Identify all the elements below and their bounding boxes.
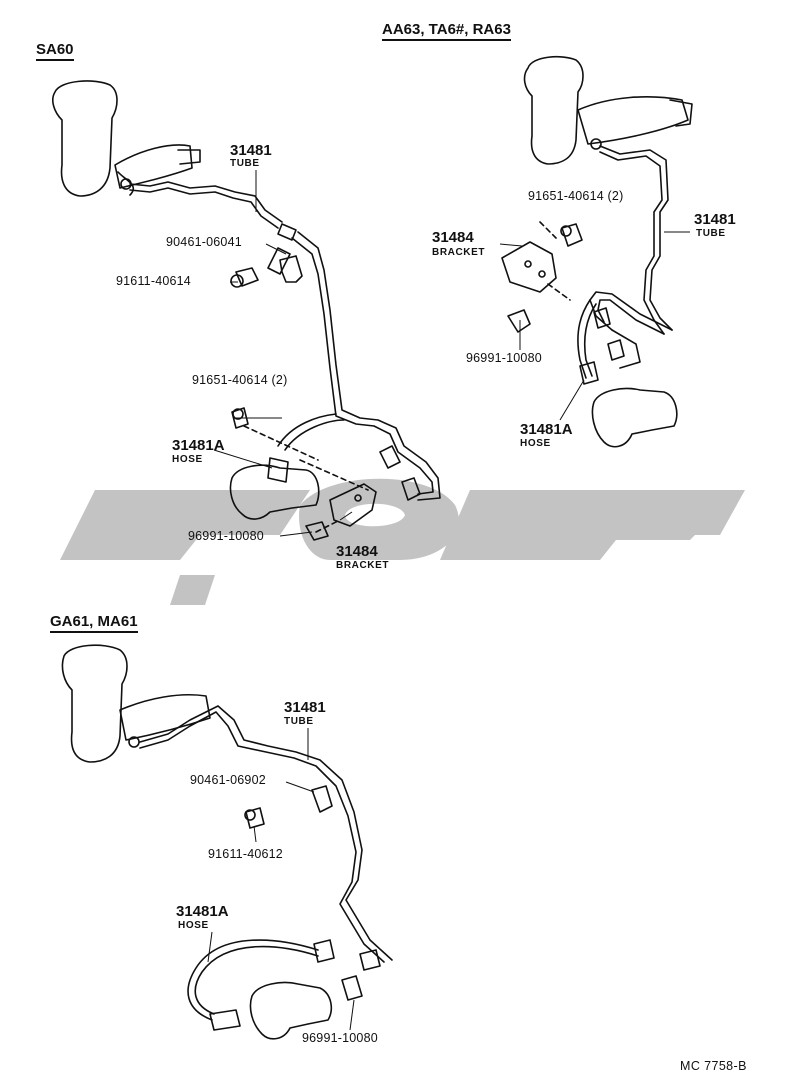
leader-lines <box>207 170 690 1031</box>
ga61-clip <box>311 785 333 813</box>
ga61-master-cylinder <box>61 644 211 763</box>
ga61-clip-number: 90461-06902 <box>190 773 266 787</box>
aa63-tube-number: 31481 <box>694 211 736 228</box>
sa60-clip <box>279 255 303 283</box>
aa63-slave-cylinder <box>591 387 678 448</box>
ga61-bolt <box>244 807 265 829</box>
ga61-hose-number: 31481A <box>176 903 229 920</box>
sa60-tube-label: TUBE <box>230 158 260 169</box>
sa60-clip2 <box>305 521 329 541</box>
section-title-aa63: AA63, TA6#, RA63 <box>382 22 511 41</box>
section-title-ga61: GA61, MA61 <box>50 614 138 633</box>
aa63-bracket <box>501 241 557 293</box>
sa60-hose-number: 31481A <box>172 437 225 454</box>
watermark-logo <box>60 478 745 605</box>
sa60-slave-cylinder <box>229 457 320 520</box>
sa60-bolt-number: 91611-40614 <box>116 274 191 288</box>
sa60-clip-number: 90461-06041 <box>166 235 242 249</box>
aa63-master-cylinder <box>523 55 693 165</box>
sa60-bracket-number: 31484 <box>336 543 378 560</box>
aa63-clip <box>507 309 531 333</box>
sa60-bolt2 <box>231 407 249 429</box>
sa60-master-cylinder <box>52 80 201 197</box>
sa60-clip2-number: 96991-10080 <box>188 529 264 543</box>
sa60-bolt <box>230 267 259 288</box>
ga61-hose-label: HOSE <box>178 920 209 931</box>
ga61-clip2 <box>341 975 363 1001</box>
aa63-bracket-label: BRACKET <box>432 247 486 258</box>
aa63-hose-label: HOSE <box>520 438 551 449</box>
aa63-tube <box>577 145 673 379</box>
aa63-bolt-number: 91651-40614 (2) <box>528 189 624 203</box>
ga61-tube-label: TUBE <box>284 716 314 727</box>
sa60-dash <box>243 425 369 533</box>
aa63-bracket-number: 31484 <box>432 229 474 246</box>
sa60-bracket <box>329 483 377 527</box>
ga61-tube <box>139 705 393 963</box>
sa60-tube <box>129 181 441 501</box>
aa63-tube-label: TUBE <box>696 228 726 239</box>
sa60-hose-label: HOSE <box>172 454 203 465</box>
ga61-hose <box>187 939 319 1021</box>
sa60-bolt2-number: 91651-40614 (2) <box>192 373 288 387</box>
sa60-fittings <box>267 223 421 501</box>
aa63-dash <box>539 221 571 301</box>
aa63-clip-number: 96991-10080 <box>466 351 542 365</box>
aa63-hose-number: 31481A <box>520 421 573 438</box>
ga61-clip2-number: 96991-10080 <box>302 1031 378 1045</box>
sa60-bracket-label: BRACKET <box>336 560 390 571</box>
section-title-sa60: SA60 <box>36 42 74 61</box>
aa63-bolt <box>560 223 583 247</box>
aa63-fittings <box>579 307 625 385</box>
sa60-tube-number: 31481 <box>230 142 272 159</box>
ga61-slave-cylinder <box>249 981 333 1040</box>
ga61-bolt-number: 91611-40612 <box>208 847 283 861</box>
ga61-tube-number: 31481 <box>284 699 326 716</box>
diagram-code: MC 7758-B <box>680 1059 747 1073</box>
ga61-fittings <box>209 939 381 1031</box>
